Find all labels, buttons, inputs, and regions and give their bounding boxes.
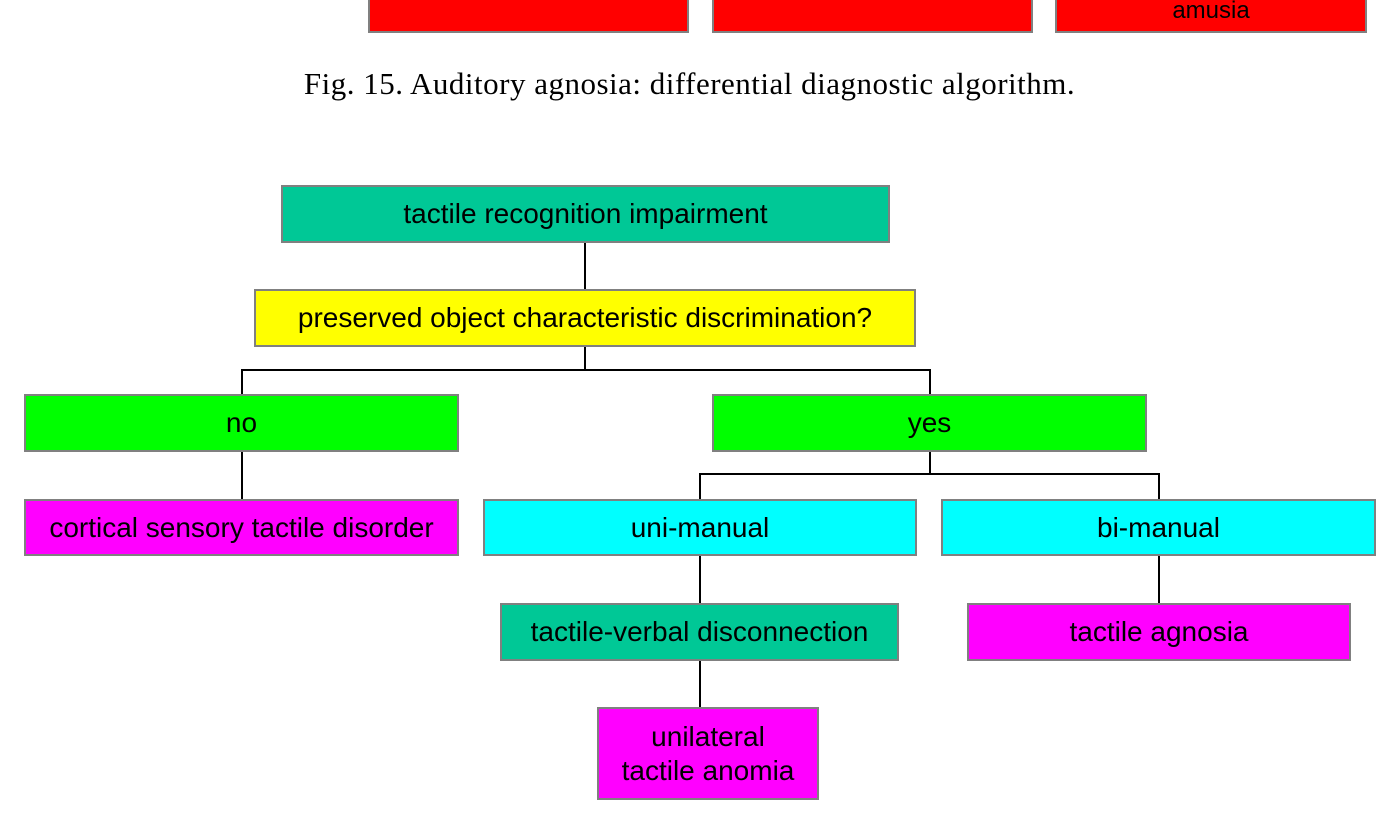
node-uni-result: tactile-verbal disconnection xyxy=(500,603,899,661)
top-box-amusia-label: amusia xyxy=(1172,0,1250,24)
node-question-label: preserved object characteristic discrimi… xyxy=(297,302,873,333)
node-bi-manual: bi-manual xyxy=(941,499,1376,556)
connector-yes-uni xyxy=(699,473,701,500)
node-no: no xyxy=(24,394,459,452)
connector-split-horizontal xyxy=(241,369,931,371)
connector-yes-bi xyxy=(1158,473,1160,500)
node-no-result-label: cortical sensory tactile disorder xyxy=(49,511,434,543)
top-box-amusia: amusia xyxy=(1055,0,1367,33)
top-box-1 xyxy=(368,0,689,33)
connector-uni-final xyxy=(699,660,701,708)
node-uni-manual: uni-manual xyxy=(483,499,917,556)
connector-bi-result xyxy=(1158,555,1160,604)
connector-yes-split xyxy=(929,451,931,474)
figure-caption: Fig. 15. Auditory agnosia: differential … xyxy=(303,66,1076,101)
node-bi-result-label: tactile agnosia xyxy=(1069,616,1249,647)
node-no-result: cortical sensory tactile disorder xyxy=(24,499,459,556)
connector-no-result xyxy=(241,451,243,500)
node-uni-manual-label: uni-manual xyxy=(630,511,770,543)
node-root: tactile recognition impairment xyxy=(281,185,890,243)
connector-uni-result xyxy=(699,555,701,604)
connector-root-question xyxy=(584,242,586,290)
node-bi-result: tactile agnosia xyxy=(967,603,1351,661)
node-no-label: no xyxy=(225,407,258,438)
node-bi-manual-label: bi-manual xyxy=(1097,511,1220,543)
connector-split-yes xyxy=(929,369,931,395)
connector-question-split xyxy=(584,346,586,370)
node-yes-label: yes xyxy=(907,407,952,438)
connector-split-no xyxy=(241,369,243,395)
node-uni-final: unilateral tactile anomia xyxy=(597,707,819,800)
node-uni-result-label: tactile-verbal disconnection xyxy=(530,616,869,647)
node-root-label: tactile recognition impairment xyxy=(403,198,768,229)
top-box-2 xyxy=(712,0,1033,33)
node-uni-final-label: unilateral tactile anomia xyxy=(621,720,795,786)
connector-yes-horizontal xyxy=(699,473,1160,475)
node-question: preserved object characteristic discrimi… xyxy=(254,289,916,347)
node-yes: yes xyxy=(712,394,1147,452)
